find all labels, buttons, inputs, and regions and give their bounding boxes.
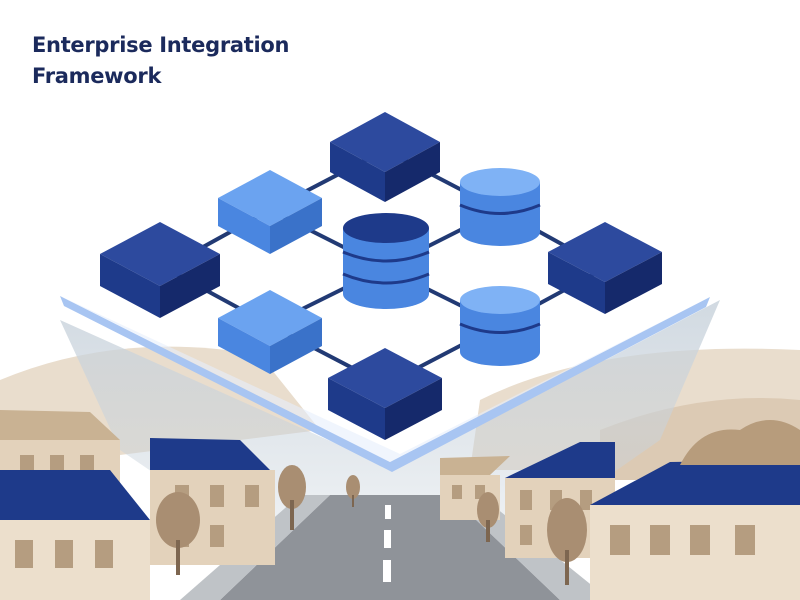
server-cube-icon — [100, 222, 220, 318]
server-cube-icon — [330, 112, 440, 202]
title-line-1: Enterprise Integration — [32, 33, 290, 57]
database-cylinder-icon — [459, 168, 541, 246]
title-line-2: Framework — [32, 64, 162, 88]
trees — [156, 465, 587, 585]
database-cylinder-icon — [342, 213, 430, 309]
server-cube-icon — [218, 290, 322, 374]
server-cube-icon — [328, 348, 442, 440]
page-title: Enterprise Integration Framework — [32, 30, 352, 92]
houses-right — [440, 420, 800, 600]
server-cube-icon — [218, 170, 322, 254]
houses-left — [0, 410, 275, 600]
database-cylinder-icon — [459, 286, 541, 366]
server-cube-icon — [548, 222, 662, 314]
